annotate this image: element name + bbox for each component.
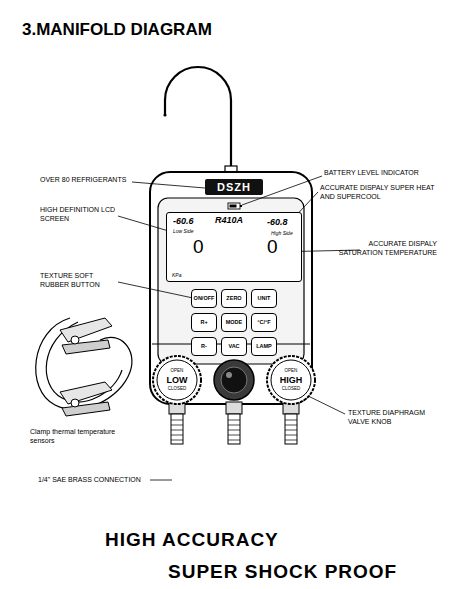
- rubber-button: LAMP: [251, 337, 277, 356]
- rubber-button: ON/OFF: [191, 289, 217, 308]
- fitting-thread: [228, 414, 240, 444]
- rubber-button: VAC: [221, 337, 247, 356]
- button-label: VAC: [228, 344, 239, 350]
- lcd-reading: -60.6: [173, 217, 194, 226]
- leader-line: [118, 282, 193, 298]
- clamp-jaw: [60, 382, 112, 404]
- callout-label: ACCURATE DISPALY SATURATION TEMPERATURE: [325, 240, 437, 258]
- gauge-face: [158, 198, 304, 364]
- callout-label: ACCURATE DISPALY SUPER HEAT AND SUPERCOO…: [320, 184, 440, 202]
- lcd-reading: KPa: [172, 273, 181, 278]
- button-label: R-: [201, 344, 207, 350]
- brass-fitting: [283, 402, 299, 444]
- clamp-pivot: [71, 399, 79, 407]
- brand-badge: DSZH: [205, 179, 263, 195]
- knob-label: CLOSED: [168, 387, 187, 392]
- knob-face: [271, 360, 311, 400]
- fitting-nut: [226, 402, 242, 414]
- callout-label: Clamp thermal temperature sensors: [30, 428, 140, 446]
- knob-grip: [267, 356, 315, 404]
- lcd-reading: R410A: [215, 216, 243, 225]
- lcd-reading: High Side: [271, 231, 293, 236]
- rubber-button: UNIT: [251, 289, 277, 308]
- sight-glass-glint: [226, 372, 232, 378]
- leader-line: [118, 216, 172, 232]
- callout-label: TEXTURE SOFT RUBBER BUTTON: [40, 272, 118, 290]
- page-title: 3.MANIFOLD DIAGRAM: [22, 20, 212, 40]
- callout-label: HIGH DEFINITION LCD SCREEN: [40, 206, 118, 224]
- rubber-button: R+: [191, 313, 217, 332]
- brass-fitting: [169, 402, 185, 444]
- rubber-button: ZERO: [221, 289, 247, 308]
- lcd-screen: -60.6R410A-60.8Low SideHigh Side00KPa: [166, 212, 302, 282]
- sight-glass: [221, 367, 247, 393]
- feature-slogan: HIGH ACCURACY: [105, 528, 325, 552]
- fitting-thread: [171, 414, 183, 444]
- brand-name: DSZH: [217, 182, 251, 193]
- valve-knob: OPEN LOW CLOSED: [152, 355, 202, 405]
- fitting-thread: [285, 414, 297, 444]
- button-label: °C/°F: [257, 320, 270, 326]
- callout-label: BATTERY LEVEL INDICATOR: [324, 169, 444, 178]
- button-label: ON/OFF: [194, 296, 215, 302]
- knob-label: CLOSED: [282, 387, 301, 392]
- thread-lines: [171, 420, 183, 440]
- leader-lines: [118, 176, 360, 480]
- sensor-wire: [36, 318, 132, 409]
- knob-label: OPEN: [171, 369, 184, 374]
- battery-level: [230, 205, 237, 208]
- clamp-jaw: [60, 318, 112, 342]
- rubber-button: R-: [191, 337, 217, 356]
- clamp-handle: [62, 340, 110, 354]
- gauge-body: [150, 172, 312, 404]
- clamp-pivot: [71, 336, 79, 344]
- lcd-reading: 0: [193, 237, 204, 256]
- lcd-reading: Low Side: [173, 229, 194, 234]
- hook-tip: [163, 113, 166, 116]
- clamp-handle: [62, 402, 110, 416]
- knob-grip: [153, 356, 201, 404]
- battery-icon: [228, 203, 240, 209]
- leader-line: [132, 182, 205, 188]
- rubber-button: °C/°F: [251, 313, 277, 332]
- hanging-hook: [165, 67, 231, 176]
- leader-line: [150, 480, 172, 481]
- knob-label: LOW: [167, 376, 188, 385]
- button-label: R+: [200, 320, 207, 326]
- lcd-reading: -60.8: [267, 218, 288, 227]
- callout-label: 1/4" SAE BRASS CONNECTION: [38, 476, 153, 485]
- valve-knob: OPEN HIGH CLOSED: [266, 355, 316, 405]
- brass-fitting: [226, 402, 242, 444]
- thread-lines: [285, 420, 297, 440]
- button-label: ZERO: [226, 296, 241, 302]
- button-label: LAMP: [256, 344, 272, 350]
- feature-slogan: SUPER SHOCK PROOF: [168, 560, 408, 584]
- callout-label: OVER 80 REFRIGERANTS: [40, 176, 135, 185]
- lcd-reading: 0: [267, 237, 278, 256]
- rubber-button: MODE: [221, 313, 247, 332]
- sight-glass-rim: [214, 360, 254, 400]
- knob-face: [157, 360, 197, 400]
- battery-tip: [240, 205, 242, 207]
- knob-label: OPEN: [285, 369, 298, 374]
- button-label: UNIT: [258, 296, 271, 302]
- callout-label: TEXTURE DIAPHRAGM VALVE KNOB: [348, 409, 443, 427]
- thread-lines: [228, 420, 240, 440]
- knob-label: HIGH: [280, 376, 303, 385]
- button-label: MODE: [226, 320, 243, 326]
